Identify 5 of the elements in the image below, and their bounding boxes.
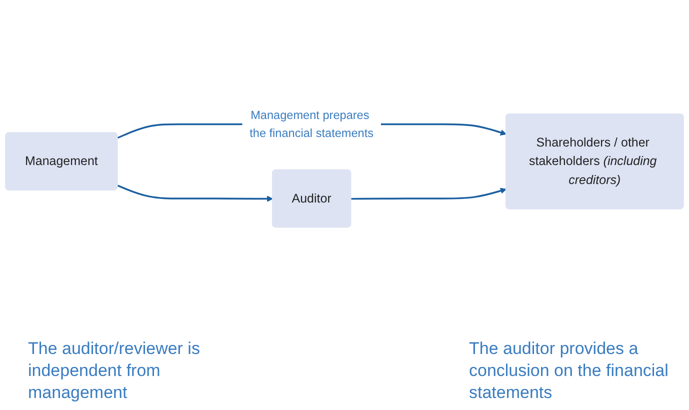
- arrow: [117, 184, 273, 202]
- note-text: The auditor/reviewer is independent from management: [28, 338, 201, 404]
- edge-label: Management prepares the financial statements: [250, 108, 374, 140]
- arrow: [351, 188, 506, 200]
- note-text: The auditor provides a conclusion on the financial statements: [469, 338, 669, 404]
